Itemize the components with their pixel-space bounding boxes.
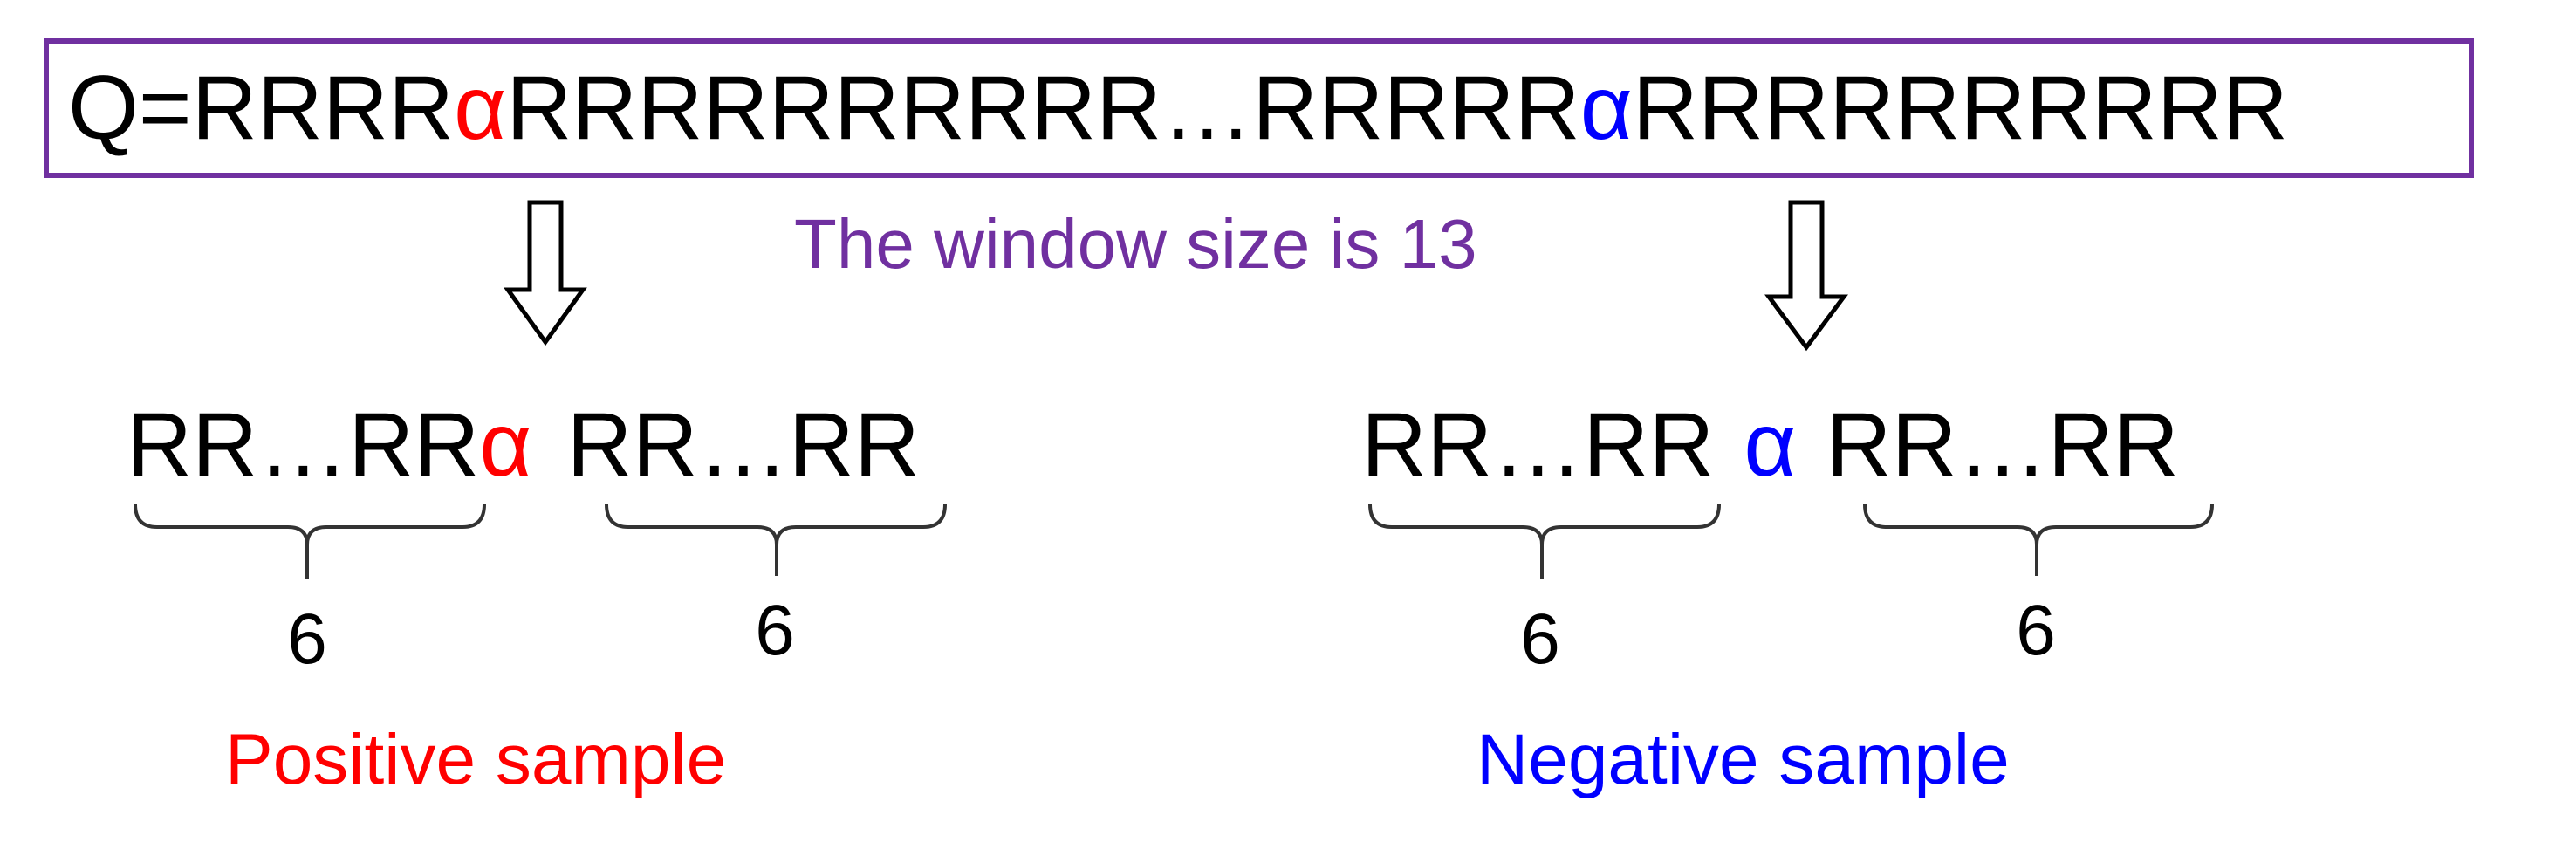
positive-left-seq: RR…RR <box>127 394 480 496</box>
negative-alpha: α <box>1744 394 1797 496</box>
positive-sample-label: Positive sample <box>225 720 727 799</box>
negative-left-seq: RR…RR <box>1361 394 1715 496</box>
negative-left-count: 6 <box>1520 599 1560 679</box>
sequence-alpha-positive: α <box>454 58 507 159</box>
positive-right-seq: RR…RR <box>566 394 920 496</box>
brace-negative-left <box>1368 503 1721 545</box>
brace-negative-right <box>1863 503 2214 545</box>
sequence-part-3: RRRRRRRRRR <box>1632 58 2288 159</box>
negative-right-count: 6 <box>2016 591 2056 670</box>
sequence-alpha-negative: α <box>1579 58 1633 159</box>
negative-right-seq: RR…RR <box>1826 394 2179 496</box>
negative-sample-label: Negative sample <box>1476 720 2010 799</box>
brace-positive-right <box>605 503 947 545</box>
down-arrow-icon <box>1764 200 1848 352</box>
positive-right-count: 6 <box>755 591 795 670</box>
positive-left-count: 6 <box>287 599 327 679</box>
sequence-part-2: RRRRRRRRRR…RRRRR <box>506 58 1580 159</box>
down-arrow-icon <box>504 200 587 346</box>
window-size-label: The window size is 13 <box>794 205 1477 283</box>
sequence-part-1: Q=RRRR <box>68 58 455 159</box>
brace-positive-left <box>134 503 486 545</box>
positive-alpha: α <box>479 394 532 496</box>
